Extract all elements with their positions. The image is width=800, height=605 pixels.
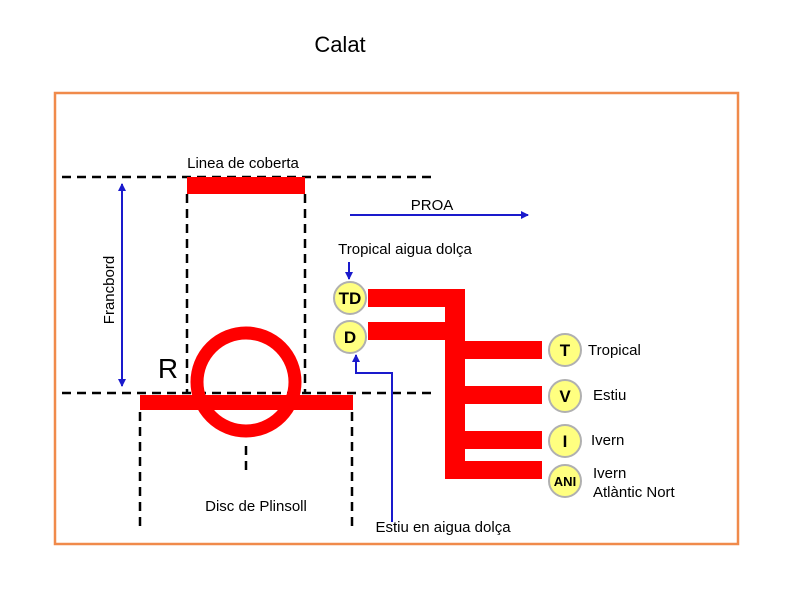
ani-circle <box>548 464 582 498</box>
deck-line-bar <box>187 177 305 194</box>
plimsoll-disc-bar <box>140 395 353 410</box>
load-line-vertical-bar <box>445 289 465 479</box>
ani-label-line1: Ivern <box>593 465 626 482</box>
i-load-line <box>445 431 542 449</box>
i-mark: I Ivern <box>548 424 624 458</box>
i-circle <box>548 424 582 458</box>
plimsoll-disc-label: Disc de Plinsoll <box>205 498 307 515</box>
d-letter: D <box>344 328 356 347</box>
t-mark: T Tropical <box>548 333 641 367</box>
v-circle <box>548 379 582 413</box>
v-mark: V Estiu <box>548 379 626 413</box>
v-label: Estiu <box>593 387 626 404</box>
summer-fresh-arrow <box>352 354 393 522</box>
t-load-line <box>445 341 542 359</box>
r-mark: R <box>158 353 178 384</box>
d-circle <box>333 320 367 354</box>
d-mark: D <box>333 320 367 354</box>
tropical-fresh-label: Tropical aigua dolça <box>338 241 472 258</box>
td-mark: TD <box>333 281 367 315</box>
ani-label-line2: Atlàntic Nort <box>593 484 676 501</box>
ani-load-line <box>445 461 542 479</box>
v-letter: V <box>559 387 571 406</box>
td-letter: TD <box>339 289 362 308</box>
td-load-line <box>368 289 465 307</box>
bow-label: PROA <box>411 197 454 214</box>
td-circle <box>333 281 367 315</box>
page-title: Calat <box>314 32 365 57</box>
freeboard-label: Francbord <box>101 256 118 324</box>
d-load-line <box>368 322 465 340</box>
t-letter: T <box>560 341 571 360</box>
summer-fresh-label: Estiu en aigua dolça <box>375 519 511 536</box>
v-load-line <box>445 386 542 404</box>
i-label: Ivern <box>591 432 624 449</box>
t-label: Tropical <box>588 342 641 359</box>
i-letter: I <box>563 432 568 451</box>
ani-mark: ANI Ivern Atlàntic Nort <box>548 464 676 501</box>
plimsoll-disc-ring <box>190 326 302 438</box>
ani-letter: ANI <box>554 474 576 489</box>
deck-line-label: Linea de coberta <box>187 155 299 172</box>
t-circle <box>548 333 582 367</box>
diagram-frame <box>53 91 740 546</box>
